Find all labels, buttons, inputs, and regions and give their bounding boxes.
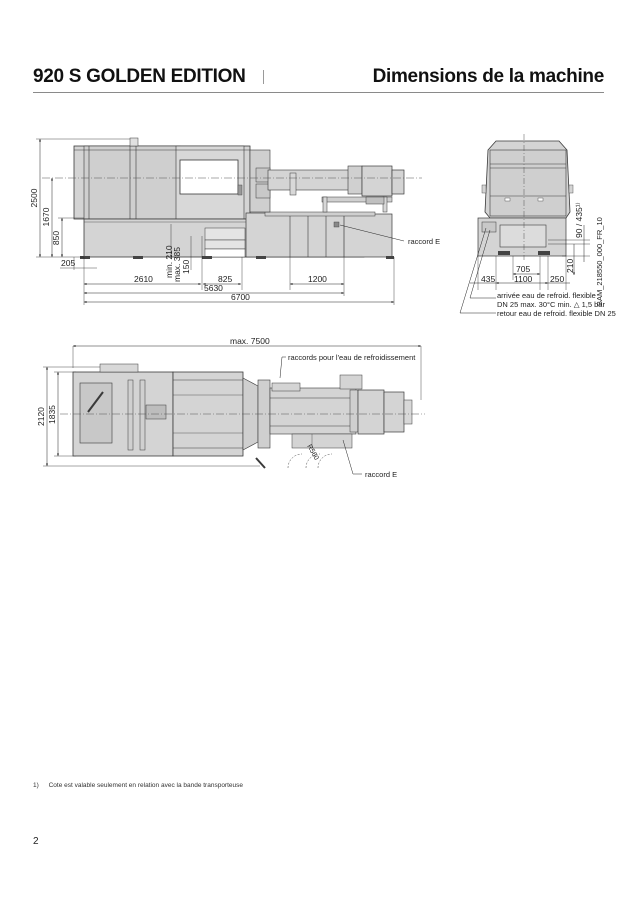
safety-window [179,159,239,195]
dim-2500: 2500 [29,188,39,207]
side-view: 2500 1670 850 205 min. 210 max. 385 150 … [29,137,440,305]
dim-1200: 1200 [308,274,327,284]
footnote-number: 1) [33,782,39,789]
footnote: 1) Cote est valable seulement en relatio… [33,782,243,789]
inlet-label-line1: arrivée eau de refroid. flexible [497,291,596,300]
dim-850: 850 [51,231,61,245]
injection-unit-top [269,387,357,435]
dim-435: 435 [481,274,495,284]
inlet-label-line2: DN 25 max. 30°C min. △ 1,5 bar [497,300,605,309]
dim-825: 825 [218,274,232,284]
dim-205: 205 [61,258,75,268]
dim-1835: 1835 [47,405,57,424]
dim-6700: 6700 [231,292,250,302]
raccord-e-top-label: raccord E [365,470,397,479]
title-separator [263,70,264,84]
injection-drive [361,165,393,197]
dim-250: 250 [550,274,564,284]
top-view: max. 7500 2120 1835 [36,336,425,479]
dim-max-7500: max. 7500 [230,336,270,346]
dim-1670: 1670 [41,207,51,226]
product-title: 920 S GOLDEN EDITION [33,66,246,87]
dim-150: 150 [181,260,191,274]
footnote-text: Cote est valable seulement en relation a… [48,782,243,789]
dim-90-435: 90 / 435¹⁾ [574,202,584,238]
dim-2120: 2120 [36,407,46,426]
dim-705: 705 [516,264,530,274]
dim-210: 210 [565,259,575,273]
dim-max-385: max. 385 [172,247,182,282]
cooling-connections-label: raccords pour l'eau de refroidissement [288,353,416,362]
dim-1100: 1100 [514,274,533,284]
outlet-label: retour eau de refroid. flexible DN 25 [497,309,616,318]
page-number: 2 [33,836,39,847]
section-title: Dimensions de la machine [372,66,605,87]
dim-5630: 5630 [204,283,223,293]
drawing-id: BAM_218550_000_FR_10 [595,217,604,306]
cooling-water-connector [481,221,497,233]
page-header: 920 S GOLDEN EDITION Dimensions de la ma… [33,62,604,93]
dim-min-210: min. 210 [164,245,174,278]
front-view: 705 1100 435 250 210 90 / 435¹⁾ BAM_2185… [459,134,616,318]
dim-2610: 2610 [134,274,153,284]
raccord-e-label: raccord E [408,237,440,246]
